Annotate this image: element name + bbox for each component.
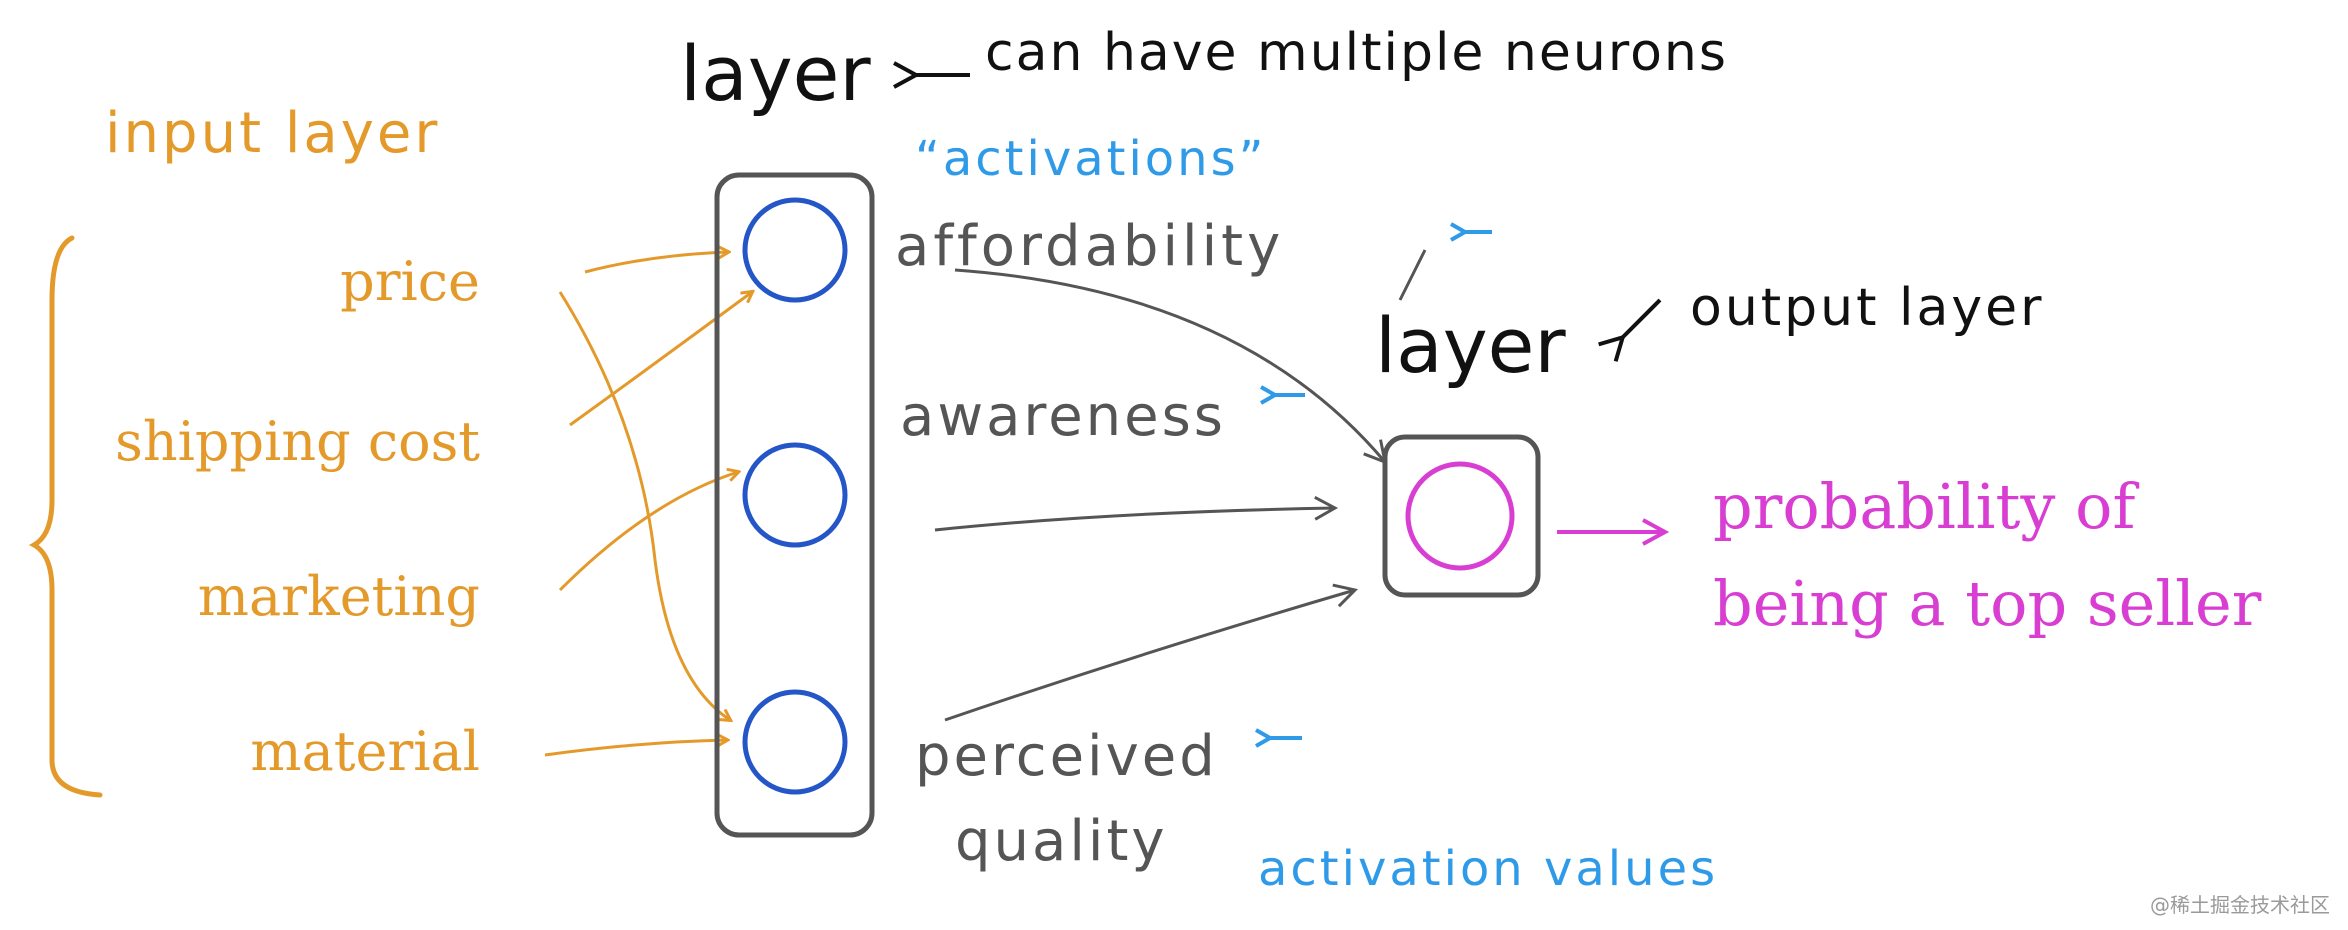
input-connections — [544, 252, 752, 757]
output-layer-box — [1382, 434, 1541, 598]
edge-shipping-h1 — [569, 292, 752, 427]
edge-material-h3 — [544, 740, 727, 757]
input-label-material: material — [250, 720, 480, 783]
hidden-neuron-3 — [742, 689, 848, 795]
output-description-line1: probability of — [1713, 470, 2139, 543]
input-label-price: price — [340, 250, 480, 313]
output-neuron — [1405, 461, 1515, 571]
hidden-layer-box — [714, 172, 875, 838]
input-layer-title: input layer — [105, 101, 440, 166]
activation-label-quality: quality — [955, 809, 1168, 874]
affordability-tail — [1398, 249, 1427, 301]
input-label-marketing: marketing — [198, 565, 480, 628]
watermark: @稀土掘金技术社区 — [2150, 893, 2330, 917]
output-description-line2: being a top seller — [1713, 567, 2262, 640]
activation-label-perceived: perceived — [915, 724, 1218, 789]
edge-price-h1 — [584, 252, 728, 274]
hidden-layer-note: can have multiple neurons — [985, 23, 1728, 83]
hidden-connections — [934, 268, 1388, 722]
activation-values-note: activation values — [1258, 841, 1718, 897]
input-label-shipping-cost: shipping cost — [115, 410, 480, 473]
output-layer-title: layer — [1375, 301, 1566, 390]
edge-price-h3 — [558, 291, 730, 720]
activation-label-awareness: awareness — [900, 384, 1226, 449]
activation-label-affordability: affordability — [895, 214, 1284, 279]
output-layer-note-arrow — [1622, 298, 1662, 338]
hidden-neuron-1 — [742, 197, 848, 303]
input-layer-brace — [28, 235, 103, 798]
edge-marketing-h2 — [558, 472, 738, 592]
edge-h3-output — [944, 583, 1358, 722]
edge-h2-output — [934, 496, 1339, 532]
output-layer-note: output layer — [1690, 278, 2045, 338]
hidden-neuron-2 — [742, 442, 848, 548]
hidden-layer-title: layer — [680, 29, 871, 118]
activations-quote: “activations” — [915, 131, 1266, 187]
edge-h1-output — [954, 268, 1388, 465]
